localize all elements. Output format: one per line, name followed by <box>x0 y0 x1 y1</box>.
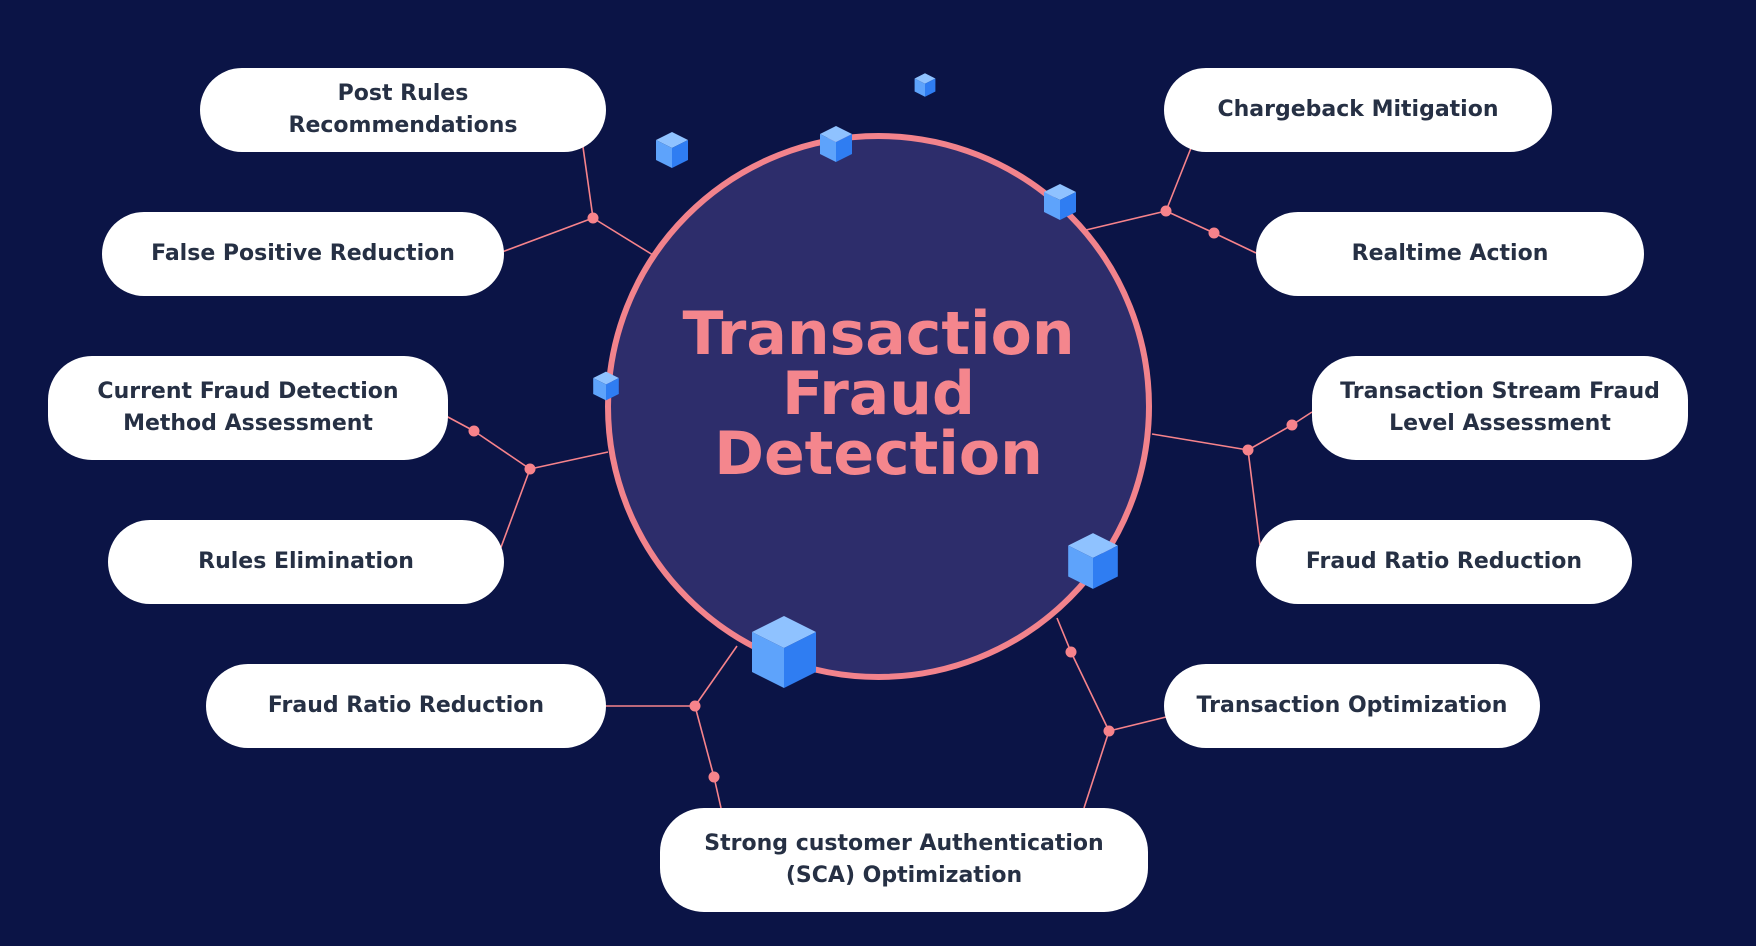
junction-dot <box>587 212 599 224</box>
connector-line <box>473 430 531 470</box>
node-label: Transaction Optimization <box>1196 693 1508 718</box>
cube-icon <box>1068 533 1118 589</box>
junction-dot <box>524 463 536 475</box>
node-label: Rules Elimination <box>198 549 414 574</box>
connector-line <box>1085 210 1167 231</box>
connector-line <box>1083 730 1110 809</box>
junction-dot <box>1065 646 1077 658</box>
cube-icon <box>593 371 619 401</box>
cube-icon <box>914 73 936 97</box>
node-label: Current Fraud Detection Method Assessmen… <box>97 379 399 436</box>
node-false-positive-reduction[interactable]: False Positive Reduction <box>102 212 504 296</box>
node-fraud-ratio-reduction-left[interactable]: Fraud Ratio Reduction <box>206 664 606 748</box>
connector-line <box>1108 716 1167 732</box>
connector-line <box>1151 433 1249 451</box>
node-post-rules-recommendations[interactable]: Post Rules Recommendations <box>200 68 606 152</box>
node-label: False Positive Reduction <box>151 241 455 266</box>
connector-line <box>1056 617 1072 653</box>
connector-line <box>529 451 609 470</box>
node-transaction-optimization[interactable]: Transaction Optimization <box>1164 664 1540 748</box>
junction-dot <box>1103 725 1115 737</box>
junction-dot <box>1242 444 1254 456</box>
node-label: Post Rules Recommendations <box>288 81 518 138</box>
cube-icon <box>820 126 852 162</box>
junction-dot <box>1286 419 1298 431</box>
junction-dot <box>468 425 480 437</box>
node-label: Fraud Ratio Reduction <box>1305 549 1583 574</box>
connector-line <box>1165 210 1215 234</box>
central-hub-circle: Transaction Fraud Detection <box>605 133 1152 680</box>
node-label: Chargeback Mitigation <box>1217 97 1499 122</box>
node-label: Strong customer Authentication (SCA) Opt… <box>704 831 1104 888</box>
junction-dot <box>1208 227 1220 239</box>
junction-dot <box>689 700 701 712</box>
node-label: Transaction Stream Fraud Level Assessmen… <box>1340 379 1660 436</box>
hub-title: Transaction Fraud Detection <box>682 298 1075 489</box>
node-sca-optimization[interactable]: Strong customer Authentication (SCA) Opt… <box>660 808 1148 912</box>
node-transaction-stream-fraud-level-assessment[interactable]: Transaction Stream Fraud Level Assessmen… <box>1312 356 1688 460</box>
node-rules-elimination[interactable]: Rules Elimination <box>108 520 504 604</box>
node-realtime-action[interactable]: Realtime Action <box>1256 212 1644 296</box>
junction-dot <box>708 771 720 783</box>
node-label: Realtime Action <box>1351 241 1549 266</box>
cube-icon <box>656 132 688 168</box>
connector-line <box>694 705 715 778</box>
connector-line <box>1247 449 1261 546</box>
connector-line <box>582 146 594 219</box>
cube-icon <box>1044 184 1076 220</box>
node-label: Fraud Ratio Reduction <box>267 693 545 718</box>
connector-line <box>1213 232 1257 254</box>
connector-line <box>694 645 738 707</box>
cube-icon <box>752 616 816 688</box>
node-fraud-ratio-reduction-right[interactable]: Fraud Ratio Reduction <box>1256 520 1632 604</box>
connector-line <box>501 217 594 253</box>
junction-dot <box>1160 205 1172 217</box>
connector-line <box>499 468 531 551</box>
node-current-fraud-detection-method-assessment[interactable]: Current Fraud Detection Method Assessmen… <box>48 356 448 460</box>
connector-line <box>592 217 654 256</box>
node-chargeback-mitigation[interactable]: Chargeback Mitigation <box>1164 68 1552 152</box>
connector-line <box>1165 147 1192 212</box>
connector-line <box>1247 424 1293 451</box>
connector-line <box>1070 651 1110 732</box>
